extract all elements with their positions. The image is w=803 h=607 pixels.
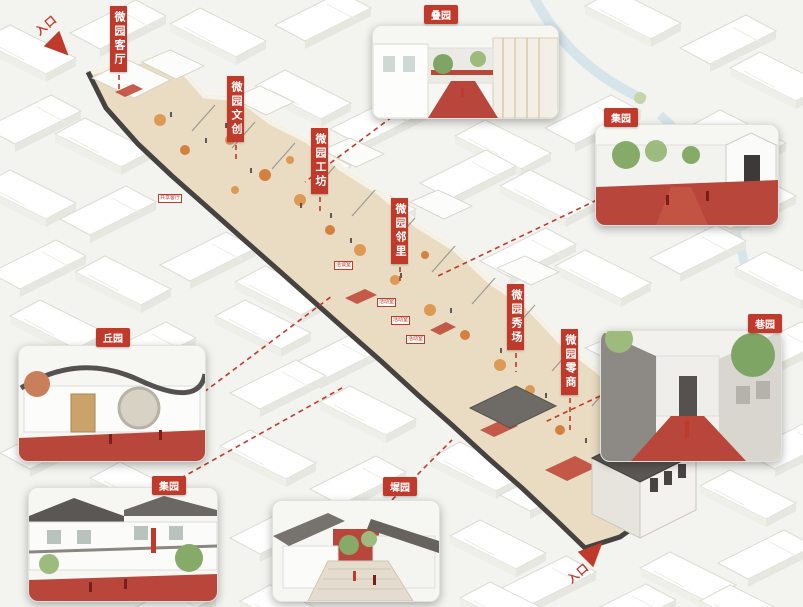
jiyuan-right-photo — [596, 125, 778, 225]
moon-gate — [117, 386, 161, 430]
connector-jiyuan-bottom — [164, 387, 343, 488]
figure — [685, 425, 689, 438]
inset-qiuyuan — [18, 345, 206, 462]
figure — [89, 582, 92, 592]
figure — [461, 88, 464, 97]
connector-qiuyuan — [203, 295, 333, 393]
figure — [109, 434, 112, 444]
zone-tag-linli: 微园邻里 — [391, 198, 408, 264]
inset-label-chiyuan: 墀园 — [383, 477, 417, 496]
inset-label-qiuyuan: 丘园 — [96, 328, 130, 347]
zone-tag-keting: 微园客厅 — [110, 6, 127, 72]
stage-pavilion-roof — [468, 385, 558, 429]
doorway — [679, 376, 697, 416]
figure — [353, 571, 356, 581]
lane-room-label: 活动室 — [391, 316, 411, 325]
inset-label-jiyuan-bottom: 集园 — [152, 476, 186, 495]
entrance-bottom: 入口 — [566, 534, 611, 586]
inset-label-jiyuan-right: 集园 — [604, 108, 638, 127]
connector-jiyuan-right — [437, 199, 598, 277]
figure — [666, 195, 669, 205]
zone-tag-xiuchang: 微园秀场 — [507, 284, 524, 350]
lane-room-label: 洽谈室 — [334, 261, 354, 270]
figure — [373, 575, 376, 585]
orange-trees — [154, 114, 565, 435]
inset-xiangyuan — [600, 330, 782, 462]
inset-label-xiangyuan: 巷园 — [748, 314, 782, 333]
inset-jiyuan-bottom — [28, 487, 218, 602]
red-banner — [151, 528, 156, 553]
jiyuan-bottom-photo — [29, 488, 217, 601]
inset-jiyuan-right — [595, 124, 779, 226]
connector-xiangyuan — [544, 395, 601, 423]
lane-people — [170, 112, 587, 443]
dieyuan-photo — [373, 26, 558, 118]
zone-tag-lingshang: 微园零商 — [561, 329, 578, 395]
figure — [706, 191, 709, 201]
inset-label-dieyuan: 叠园 — [424, 5, 458, 24]
chiyuan-photo — [273, 501, 439, 601]
section-cut-edge — [85, 70, 675, 551]
lane-room-label: 共享客厅 — [158, 194, 183, 203]
inset-dieyuan — [372, 25, 559, 119]
zone-tag-wenchuang: 微园文创 — [227, 76, 244, 142]
entrance-top: 入口 — [34, 13, 77, 64]
doorway — [744, 155, 760, 187]
inset-chiyuan — [272, 500, 440, 602]
zone-tag-gongfang: 微园工坊 — [311, 128, 328, 194]
qiuyuan-photo — [19, 346, 205, 461]
lane-room-label: 活动室 — [377, 298, 397, 307]
figure — [124, 579, 127, 589]
figure — [159, 430, 162, 440]
lane-room-label: 活动室 — [406, 335, 426, 344]
xiangyuan-photo — [601, 331, 781, 461]
